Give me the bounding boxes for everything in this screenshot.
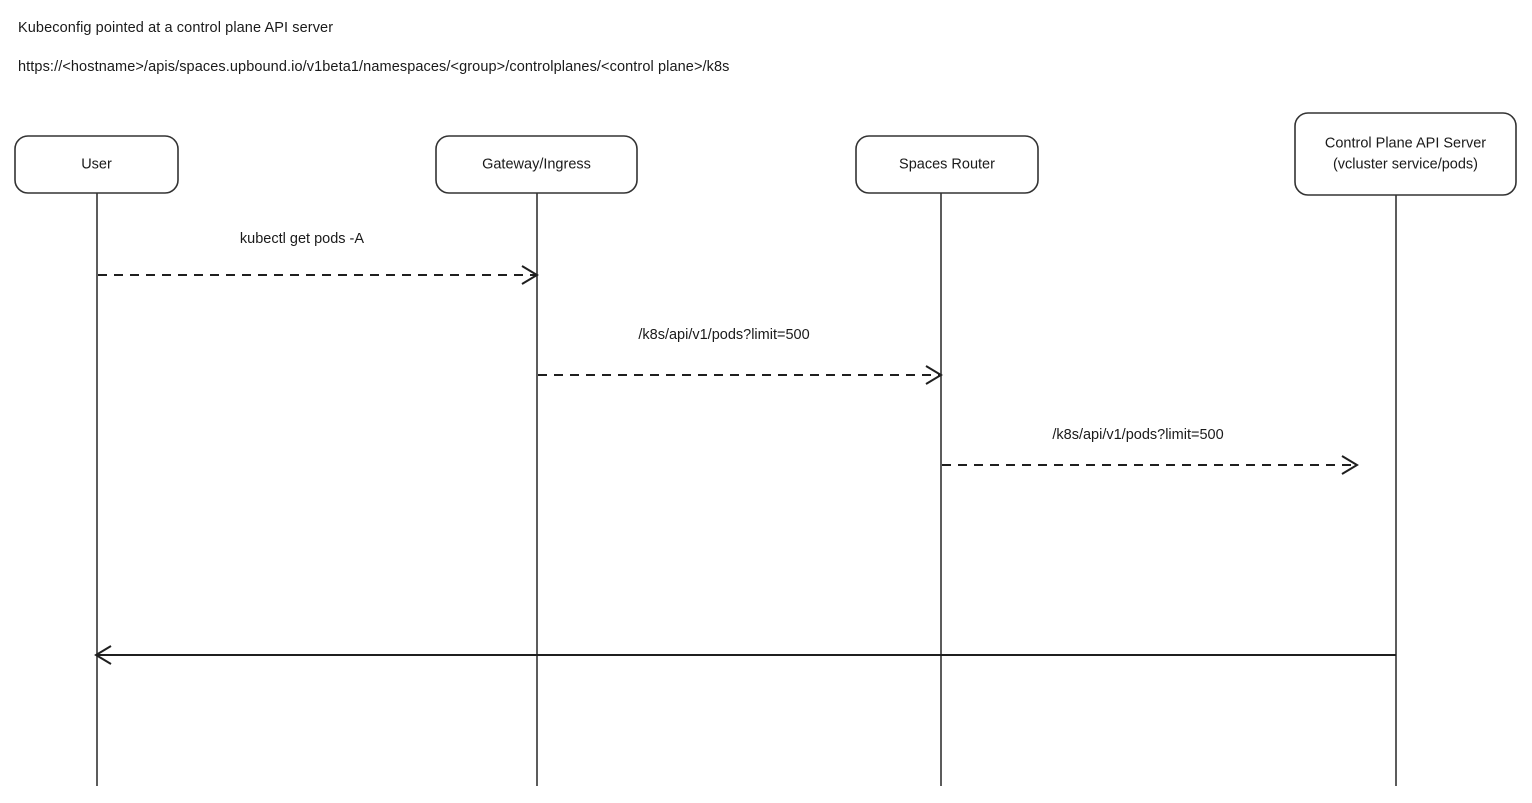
- messages-group: kubectl get pods -A/k8s/api/v1/pods?limi…: [94, 231, 1396, 665]
- message-label-msg-3: /k8s/api/v1/pods?limit=500: [1052, 427, 1223, 443]
- participant-label-control-plane-api-server: (vcluster service/pods): [1333, 156, 1478, 172]
- message-msg-1: kubectl get pods -A: [98, 231, 539, 285]
- participant-box-control-plane-api-server[interactable]: [1294, 112, 1517, 196]
- participant-label-user: User: [81, 156, 112, 172]
- message-arrowhead-msg-4: [94, 645, 112, 665]
- participants-group: User Gateway/Ingress Spaces Router Control …: [14, 112, 1517, 196]
- participant-control-plane-api-server[interactable]: Control Plane API Server (vcluster servic…: [1294, 112, 1517, 196]
- lifelines-group: [96, 193, 1397, 786]
- participant-gateway[interactable]: Gateway/Ingress: [435, 135, 638, 194]
- participant-label-gateway: Gateway/Ingress: [482, 156, 591, 172]
- kubeconfig-url: https://<hostname>/apis/spaces.upbound.i…: [18, 59, 730, 75]
- message-label-msg-1: kubectl get pods -A: [240, 231, 364, 247]
- message-arrowhead-msg-3: [1341, 455, 1359, 475]
- message-msg-4: [94, 645, 1396, 665]
- participant-box-spaces-router[interactable]: [855, 135, 1039, 194]
- page-title: Kubeconfig pointed at a control plane AP…: [18, 20, 334, 36]
- participant-user[interactable]: User: [14, 135, 179, 194]
- participant-label-control-plane-api-server: Control Plane API Server: [1325, 135, 1486, 151]
- participant-label-spaces-router: Spaces Router: [899, 156, 995, 172]
- message-arrowhead-msg-1: [521, 265, 539, 285]
- participant-box-gateway[interactable]: [435, 135, 638, 194]
- message-label-msg-2: /k8s/api/v1/pods?limit=500: [638, 327, 809, 343]
- participant-box-user[interactable]: [14, 135, 179, 194]
- message-arrowhead-msg-2: [925, 365, 943, 385]
- message-msg-2: /k8s/api/v1/pods?limit=500: [538, 327, 943, 385]
- message-msg-3: /k8s/api/v1/pods?limit=500: [942, 427, 1359, 475]
- participant-spaces-router[interactable]: Spaces Router: [855, 135, 1039, 194]
